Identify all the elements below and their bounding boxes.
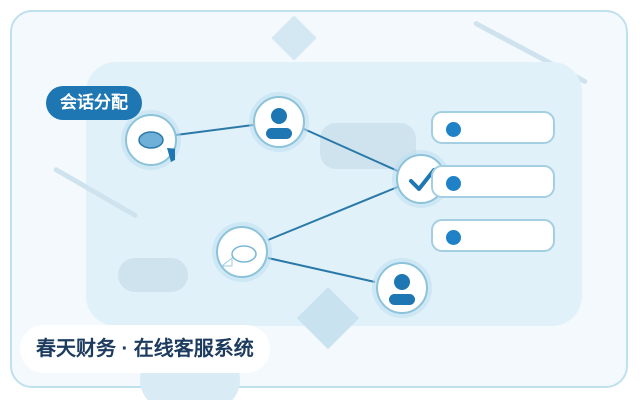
- session-assign-badge: 会话分配: [46, 86, 142, 120]
- agent-node: [253, 96, 305, 148]
- list-item: [431, 165, 555, 198]
- agent-node: [376, 262, 428, 314]
- checkmark-icon: [409, 168, 436, 191]
- connector-line: [303, 128, 401, 173]
- list-bullet: [446, 230, 461, 245]
- list-bullet: [446, 122, 461, 137]
- list-bullet: [446, 176, 461, 191]
- connector-line: [175, 124, 254, 136]
- connector-line: [267, 257, 376, 283]
- chat-node: [216, 226, 268, 278]
- list-item: [431, 111, 555, 144]
- decorative-blob: [118, 258, 188, 292]
- chat-outline-icon: [220, 245, 257, 267]
- page-title: 春天财务 · 在线客服系统: [20, 325, 270, 373]
- chat-node: [125, 114, 177, 166]
- user-avatar-icon: [266, 108, 292, 139]
- decorative-blob: [320, 123, 416, 169]
- chat-bubble-icon: [138, 131, 175, 162]
- list-item: [431, 219, 555, 252]
- connector-line: [267, 185, 401, 241]
- user-avatar-icon: [389, 274, 415, 305]
